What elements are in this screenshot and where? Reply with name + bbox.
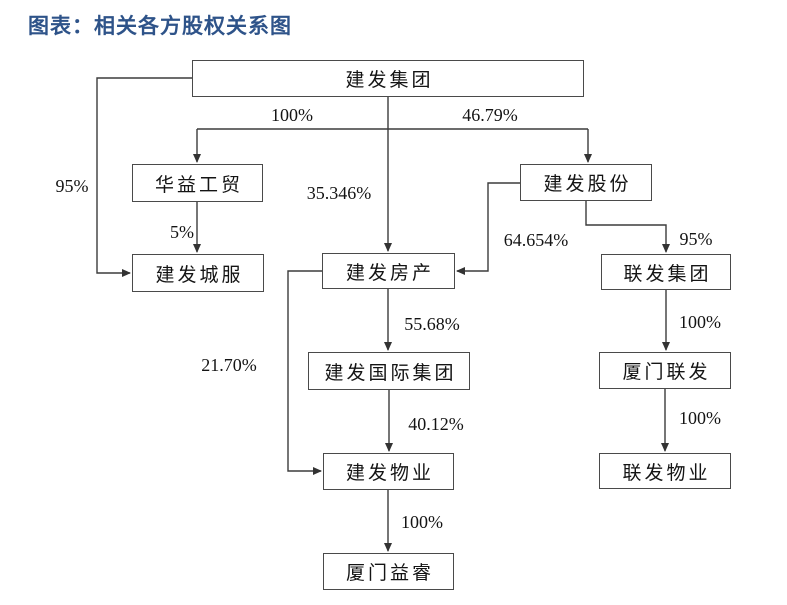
edge-label-gufen-to-lianfa: 95% xyxy=(679,229,713,249)
edge-label-guoji-to-wuye: 40.12% xyxy=(408,414,464,434)
node-jianfa-chengfu: 建发城服 xyxy=(132,254,264,292)
node-jianfa-guoji-jituan: 建发国际集团 xyxy=(308,352,470,390)
edge-label-gufen-to-fangchan: 64.654% xyxy=(503,230,569,250)
edge-label-jituan-to-fangchan: 35.346% xyxy=(306,183,372,203)
node-jianfa-fangchan: 建发房产 xyxy=(322,253,455,289)
edge-label-jituan-to-chengfu: 95% xyxy=(55,176,89,196)
node-lianfa-jituan: 联发集团 xyxy=(601,254,731,290)
edge-label-jituan-to-gufen: 46.79% xyxy=(462,105,518,125)
edge-label-xiamen-lianfa-to-lianfa-wuye: 100% xyxy=(679,408,721,428)
edge-label-fangchan-to-guoji: 55.68% xyxy=(404,314,460,334)
node-huayi-gongmao: 华益工贸 xyxy=(132,164,263,202)
edge-label-jituan-to-huayi: 100% xyxy=(271,105,313,125)
node-xiamen-lianfa: 厦门联发 xyxy=(599,352,731,389)
page-title: 图表：相关各方股权关系图 xyxy=(28,15,292,38)
node-jianfa-wuye: 建发物业 xyxy=(323,453,454,490)
edge-label-fangchan-to-wuye: 21.70% xyxy=(201,355,257,375)
edge-label-lianfa-to-xiamen-lianfa: 100% xyxy=(679,312,721,332)
node-jianfa-jituan: 建发集团 xyxy=(192,60,584,97)
node-xiamen-yirui: 厦门益睿 xyxy=(323,553,454,590)
edge-label-huayi-to-chengfu: 5% xyxy=(170,222,194,242)
node-jianfa-gufen: 建发股份 xyxy=(520,164,652,201)
edge-label-wuye-to-yirui: 100% xyxy=(401,512,443,532)
node-lianfa-wuye: 联发物业 xyxy=(599,453,731,489)
